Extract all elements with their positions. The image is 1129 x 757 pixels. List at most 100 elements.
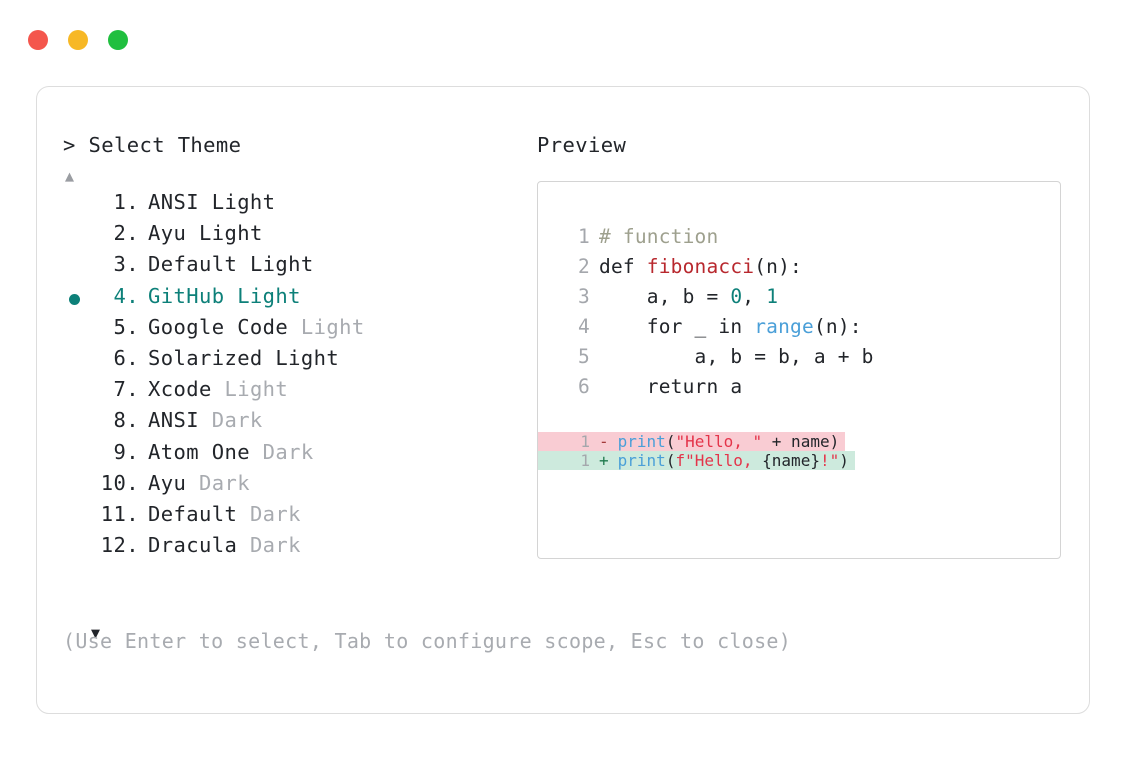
theme-picker-panel: > Select Theme ▲ 1. ANSI Light 2. Ayu Light… <box>36 86 1090 714</box>
theme-item-variant: Dark <box>249 439 314 464</box>
diff-line-wrapper: 1+print(f"Hello, {name}!") <box>538 451 1060 470</box>
selection-bullet-cell <box>63 252 93 283</box>
diff-line-minus: 1-print("Hello, " + name) <box>538 432 846 451</box>
theme-list-item[interactable]: 8.ANSI Dark <box>63 408 533 439</box>
line-number: 2 <box>578 255 590 278</box>
close-button[interactable] <box>28 30 48 50</box>
theme-list-item[interactable]: 10.Ayu Dark <box>63 471 533 502</box>
line-number: 5 <box>578 345 590 368</box>
theme-item-variant: Light <box>186 221 263 246</box>
prompt-label: Select Theme <box>88 133 242 157</box>
code-token-plain: ( <box>665 451 676 470</box>
prompt-line: > Select Theme <box>63 131 533 159</box>
theme-item-index: 1. <box>113 190 139 214</box>
theme-list-item[interactable]: 9.Atom One Dark <box>63 440 533 471</box>
preview-title: Preview <box>537 133 627 157</box>
selected-bullet-icon <box>69 293 80 305</box>
code-line: 5 a, b = b, a + b <box>538 342 1060 372</box>
diff-sign: + <box>599 451 609 470</box>
code-token-string: "Hello, " <box>675 432 763 451</box>
selection-bullet-cell <box>63 346 93 377</box>
code-token-keyword: def <box>599 255 647 278</box>
code-token-plain: a, b = b, a + b <box>599 345 874 368</box>
theme-item-variant: Light <box>211 377 289 402</box>
theme-list-item[interactable]: 2. Ayu Light <box>63 221 533 252</box>
selection-bullet-cell <box>63 284 93 315</box>
code-token-number: 1 <box>766 285 779 308</box>
code-line: 1 # function <box>538 222 1060 252</box>
selection-bullet-cell <box>63 440 93 471</box>
minimize-button[interactable] <box>68 30 88 50</box>
code-token-string: !" <box>819 451 840 470</box>
code-text: return a <box>590 372 742 402</box>
theme-item-variant: Light <box>224 283 301 308</box>
selection-bullet-cell <box>63 315 93 346</box>
code-text: def fibonacci(n): <box>590 252 802 282</box>
code-text: a, b = b, a + b <box>590 342 874 372</box>
theme-item-name: Default <box>148 252 238 277</box>
keyboard-hint: (Use Enter to select, Tab to configure s… <box>63 629 792 653</box>
code-text: # function <box>590 222 718 252</box>
code-token-plain: (n): <box>754 255 802 278</box>
code-token-number: 0 <box>730 285 743 308</box>
theme-item-index: 9. <box>113 439 139 464</box>
code-token-func: fibonacci <box>646 255 755 278</box>
code-text: print("Hello, " + name) <box>609 432 846 451</box>
code-token-plain: ( <box>665 432 676 451</box>
prompt-caret-icon: > <box>63 133 76 157</box>
theme-item-name: ANSI <box>148 408 199 433</box>
maximize-button[interactable] <box>108 30 128 50</box>
line-number: 4 <box>578 315 590 338</box>
code-token-plain: (n): <box>813 315 862 338</box>
code-token-plain: a, b = <box>599 285 731 308</box>
theme-item-index: 5. <box>113 314 139 339</box>
theme-item-index: 2. <box>113 221 139 246</box>
code-token-comment: # function <box>599 225 719 248</box>
theme-item-name: Xcode <box>148 377 212 402</box>
theme-item-index: 6. <box>113 345 139 370</box>
theme-item-variant: Dark <box>237 533 301 558</box>
diff-lines: 1-print("Hello, " + name)1+print(f"Hello… <box>538 432 1060 470</box>
code-line: 3 a, b = 0, 1 <box>538 282 1060 312</box>
selection-bullet-cell <box>63 221 93 252</box>
selection-bullet-cell <box>63 408 93 439</box>
theme-list-item[interactable]: 12.Dracula Dark <box>63 533 533 564</box>
diff-line-plus: 1+print(f"Hello, {name}!") <box>538 451 855 470</box>
theme-item-name: Ayu <box>148 221 187 246</box>
code-token-builtin: print <box>617 451 666 470</box>
code-token-builtin: range <box>754 315 814 338</box>
theme-item-variant: Light <box>198 190 276 214</box>
theme-item-name: Default <box>148 501 238 526</box>
theme-item-name: ANSI <box>148 190 199 214</box>
theme-item-name: Dracula <box>148 533 238 558</box>
selection-bullet-cell <box>63 377 93 408</box>
code-token-plain: ) <box>839 451 849 470</box>
code-token-plain: , <box>742 285 767 308</box>
code-text: print(f"Hello, {name}!") <box>609 451 855 470</box>
theme-list-item[interactable]: 3.Default Light <box>63 252 533 283</box>
theme-item-index: 4. <box>113 283 139 308</box>
page-title <box>76 133 89 157</box>
line-number: 1 <box>578 225 590 248</box>
code-text: a, b = 0, 1 <box>590 282 778 312</box>
theme-list-item[interactable]: 6. Solarized Light <box>63 346 533 377</box>
theme-item-name: Google Code <box>148 314 289 339</box>
theme-list-item[interactable]: 11.Default Dark <box>63 502 533 533</box>
theme-list-item[interactable]: 1. ANSI Light <box>63 190 533 221</box>
diff-line-wrapper: 1-print("Hello, " + name) <box>538 432 1060 451</box>
theme-item-index: 11. <box>100 501 139 526</box>
window-controls <box>28 30 128 50</box>
theme-item-variant: Dark <box>198 408 263 433</box>
theme-item-variant: Light <box>262 345 340 370</box>
theme-list-item[interactable]: 4.GitHub Light <box>63 284 533 315</box>
theme-list-item[interactable]: 7.Xcode Light <box>63 377 533 408</box>
selection-bullet-cell <box>63 471 93 502</box>
theme-list-item[interactable]: 5.Google Code Light <box>63 315 533 346</box>
theme-item-name: Solarized <box>148 345 263 370</box>
scroll-down-arrow-icon[interactable]: ▼ <box>91 624 101 642</box>
scroll-up-arrow-icon[interactable]: ▲ <box>65 167 75 185</box>
